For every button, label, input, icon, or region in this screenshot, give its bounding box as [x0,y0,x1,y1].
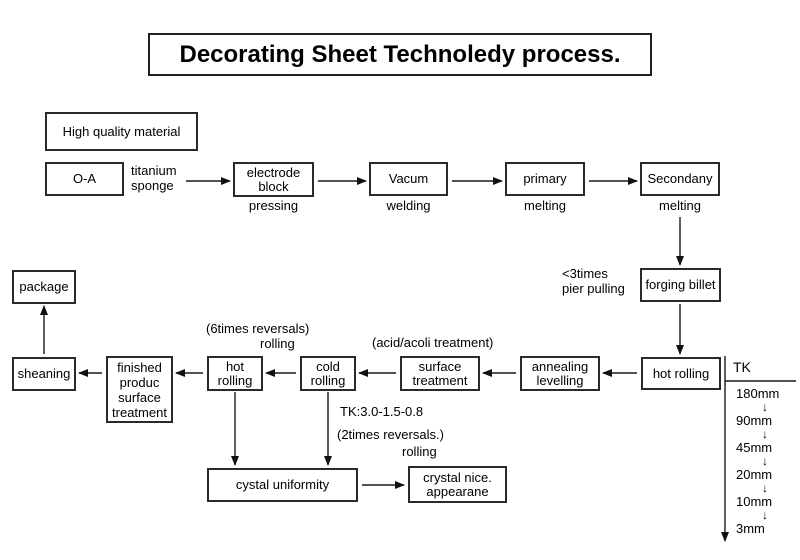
label-six-times-reversals: (6times reversals) [206,321,310,336]
node-sheaning: sheaning [12,357,76,391]
label-titanium-sponge: titanium sponge [131,163,177,193]
label-pressing: pressing [248,198,299,213]
label-melting-primary: melting [524,198,566,213]
tk-value: 10mm [736,494,773,509]
label-two-times-reversals: (2times reversals.) [337,427,444,442]
node-secondany: Secondany [640,162,720,196]
node-finished-produc-surface-treatment: finished produc surface treatment [106,356,173,423]
label-tk-thickness: TK:3.0-1.5-0.8 [340,404,424,419]
label-melting-secondany: melting [659,198,701,213]
tk-value: 20mm [736,467,773,482]
node-crystal-nice-appearane: crystal nice. appearane [408,466,507,503]
tk-value: 90mm [736,413,773,428]
tk-value: 45mm [736,440,773,455]
node-high-quality-material: High quality material [45,112,198,151]
down-arrow-icon: ↓ [762,481,768,495]
node-primary: primary [505,162,585,196]
label-two-times-rolling: rolling [402,444,437,459]
down-arrow-icon: ↓ [762,400,768,414]
label-welding: welding [386,198,431,213]
node-hot-rolling-right: hot rolling [641,357,721,390]
label-acid-acoli-treatment: (acid/acoli treatment) [372,335,494,350]
diagram-title: Decorating Sheet Technoledy process. [148,33,652,76]
down-arrow-icon: ↓ [762,508,768,522]
node-annealing-levelling: annealing levelling [520,356,600,391]
node-electrode-block: electrode block [233,162,314,197]
node-cold-rolling: cold rolling [300,356,356,391]
tk-value: 180mm [736,386,780,401]
node-package: package [12,270,76,304]
tk-value: 3mm [736,521,765,536]
tk-axis-header: TK [733,359,751,375]
node-surface-treatment: surface treatment [400,356,480,391]
label-six-times-rolling: rolling [260,336,295,351]
node-cystal-uniformity: cystal uniformity [207,468,358,502]
down-arrow-icon: ↓ [762,454,768,468]
label-pier-pulling: <3times pier pulling [562,266,625,296]
node-forging-billet: forging billet [640,268,721,302]
node-oa: O-A [45,162,124,196]
tk-thickness-column: 180mm ↓ 90mm ↓ 45mm ↓ 20mm ↓ 10mm ↓ 3mm [736,387,779,535]
down-arrow-icon: ↓ [762,427,768,441]
node-hot-rolling-mid: hot rolling [207,356,263,391]
node-vacum: Vacum [369,162,448,196]
